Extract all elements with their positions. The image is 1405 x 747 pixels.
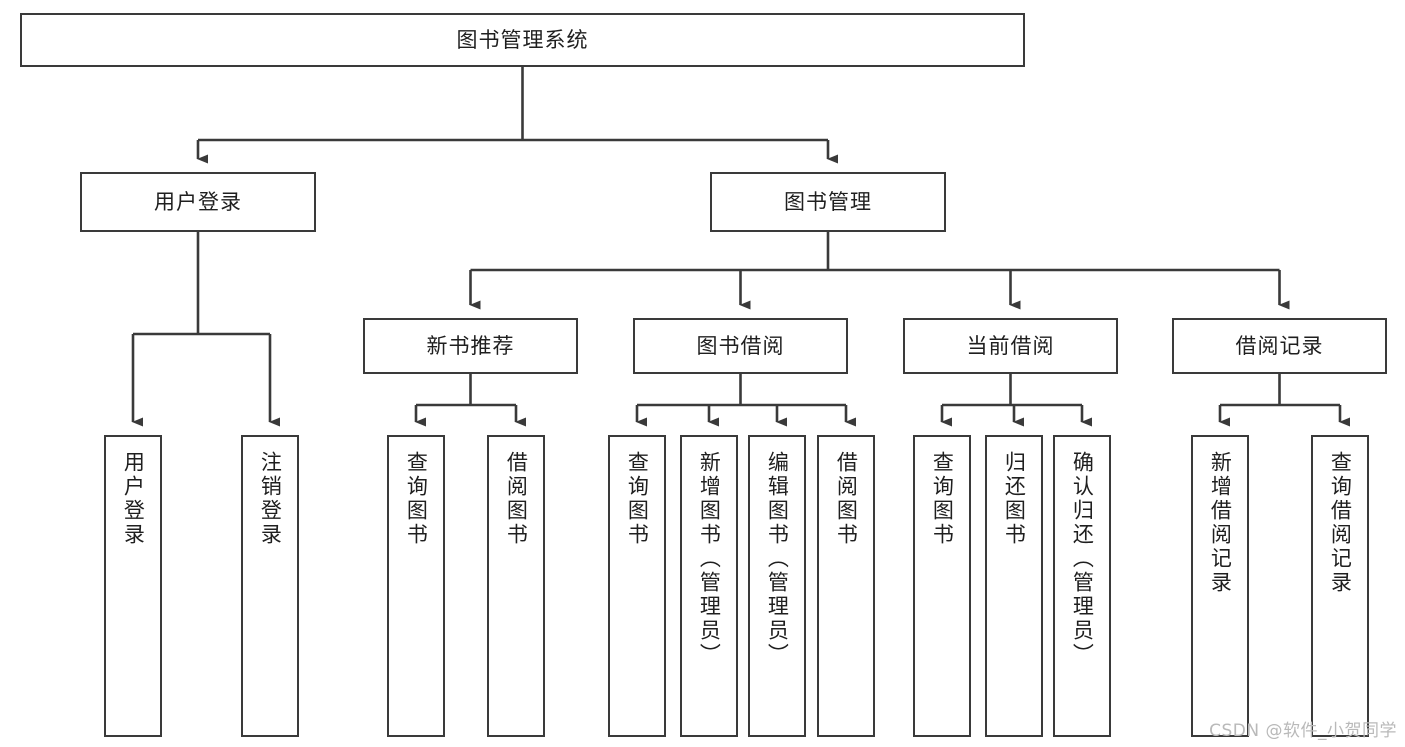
node-label-leaf-edit-book: 编辑图书（管理员） bbox=[765, 451, 790, 667]
node-label-borrow-record: 借阅记录 bbox=[1235, 333, 1324, 358]
node-leaf-query-book-1: 查询图书 bbox=[387, 435, 445, 737]
node-user-login: 用户登录 bbox=[80, 172, 316, 232]
node-leaf-query-book-2: 查询图书 bbox=[608, 435, 666, 737]
node-label-new-book-recommend: 新书推荐 bbox=[426, 333, 515, 358]
node-book-borrow: 图书借阅 bbox=[633, 318, 848, 374]
node-label-leaf-query-book-1: 查询图书 bbox=[404, 451, 429, 547]
node-current-borrow: 当前借阅 bbox=[903, 318, 1118, 374]
node-leaf-add-book: 新增图书（管理员） bbox=[680, 435, 738, 737]
node-new-book-recommend: 新书推荐 bbox=[363, 318, 578, 374]
node-label-book-borrow: 图书借阅 bbox=[696, 333, 785, 358]
node-label-leaf-borrow-book-1: 借阅图书 bbox=[504, 451, 529, 547]
node-label-leaf-borrow-book-2: 借阅图书 bbox=[834, 451, 859, 547]
node-label-leaf-query-book-2: 查询图书 bbox=[625, 451, 650, 547]
node-label-leaf-user-login: 用户登录 bbox=[121, 451, 146, 547]
node-label-leaf-return-book: 归还图书 bbox=[1002, 451, 1027, 547]
node-leaf-borrow-book-1: 借阅图书 bbox=[487, 435, 545, 737]
node-leaf-add-record: 新增借阅记录 bbox=[1191, 435, 1249, 737]
node-leaf-edit-book: 编辑图书（管理员） bbox=[748, 435, 806, 737]
node-label-leaf-confirm-return: 确认归还（管理员） bbox=[1070, 451, 1095, 667]
node-leaf-query-record: 查询借阅记录 bbox=[1311, 435, 1369, 737]
node-book-management: 图书管理 bbox=[710, 172, 946, 232]
node-label-leaf-query-record: 查询借阅记录 bbox=[1328, 451, 1353, 595]
node-label-root: 图书管理系统 bbox=[456, 27, 589, 52]
node-label-current-borrow: 当前借阅 bbox=[966, 333, 1055, 358]
node-label-user-login: 用户登录 bbox=[154, 189, 242, 214]
node-leaf-user-logout: 注销登录 bbox=[241, 435, 299, 737]
node-leaf-return-book: 归还图书 bbox=[985, 435, 1043, 737]
node-borrow-record: 借阅记录 bbox=[1172, 318, 1387, 374]
node-label-leaf-add-record: 新增借阅记录 bbox=[1208, 451, 1233, 595]
node-leaf-borrow-book-2: 借阅图书 bbox=[817, 435, 875, 737]
node-label-leaf-add-book: 新增图书（管理员） bbox=[697, 451, 722, 667]
node-label-leaf-user-logout: 注销登录 bbox=[258, 451, 283, 547]
node-root: 图书管理系统 bbox=[20, 13, 1025, 67]
csdn-watermark: CSDN @软件_小贺同学 bbox=[1209, 721, 1397, 741]
node-leaf-user-login: 用户登录 bbox=[104, 435, 162, 737]
node-label-leaf-query-book-3: 查询图书 bbox=[930, 451, 955, 547]
node-label-book-management: 图书管理 bbox=[784, 189, 872, 214]
node-leaf-query-book-3: 查询图书 bbox=[913, 435, 971, 737]
node-leaf-confirm-return: 确认归还（管理员） bbox=[1053, 435, 1111, 737]
